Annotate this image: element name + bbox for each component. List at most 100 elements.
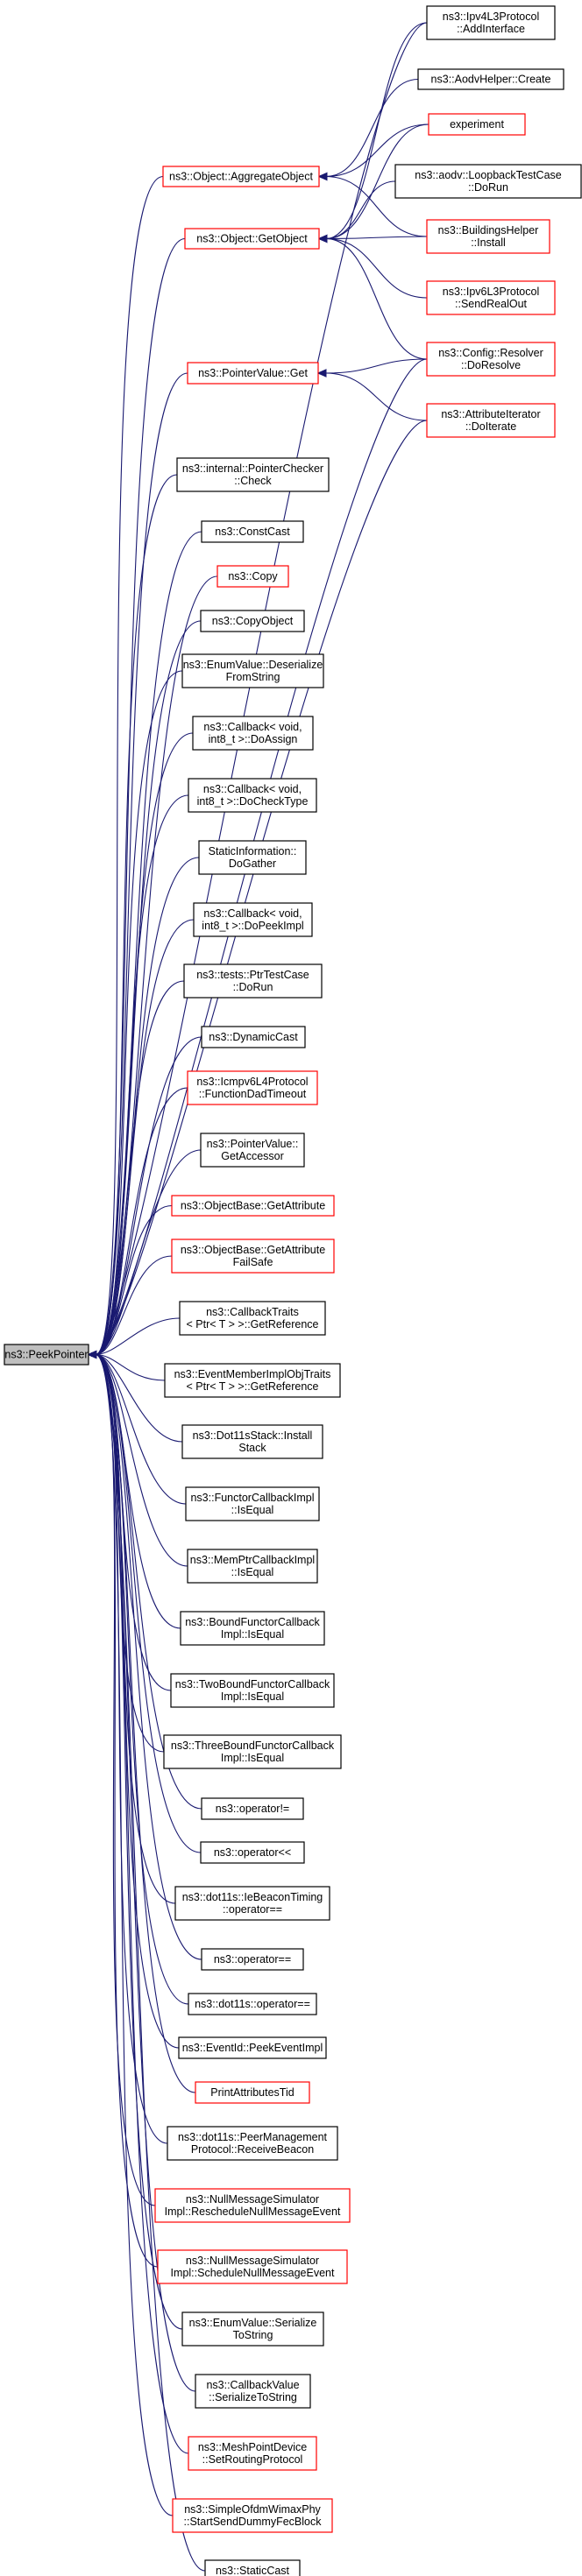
node-addinterface[interactable]: ns3::Ipv4L3Protocol::AddInterface [426, 5, 556, 40]
node-printattr[interactable]: PrintAttributesTid [195, 2081, 310, 2104]
node-aggregate[interactable]: ns3::Object::AggregateObject [162, 166, 320, 187]
node-nullresched[interactable]: ns3::NullMessageSimulatorImpl::Reschedul… [154, 2188, 351, 2223]
node-eventid[interactable]: ns3::EventId::PeekEventImpl [178, 2036, 327, 2059]
node-box [181, 2311, 324, 2347]
node-label: ::DoRun [233, 981, 273, 993]
node-aodvcreate[interactable]: ns3::AodvHelper::Create [417, 68, 564, 90]
node-label: ns3::Object::GetObject [196, 233, 308, 245]
node-pvaccessor[interactable]: ns3::PointerValue::GetAccessor [200, 1133, 305, 1168]
edge-enumser-to-root [95, 1353, 183, 2330]
node-opshl[interactable]: ns3::operator<< [200, 1841, 305, 1864]
node-buildings[interactable]: ns3::BuildingsHelper::Install [426, 219, 550, 254]
node-threebound[interactable]: ns3::ThreeBoundFunctorCallbackImpl::IsEq… [163, 1734, 342, 1769]
node-wimax[interactable]: ns3::SimpleOfdmWimaxPhy::StartSendDummyF… [172, 2498, 333, 2533]
node-getobject[interactable]: ns3::Object::GetObject [184, 228, 320, 250]
node-loopback[interactable]: ns3::aodv::LoopbackTestCase::DoRun [394, 164, 582, 199]
node-copyobject[interactable]: ns3::CopyObject [200, 610, 305, 632]
node-root[interactable]: ns3::PeekPointer [4, 1344, 89, 1366]
node-box [163, 1734, 342, 1769]
node-box [170, 1673, 335, 1708]
node-label: ns3::EnumValue::Serialize [189, 2317, 317, 2329]
node-label: ::StartSendDummyFecBlock [184, 2516, 323, 2528]
node-box [417, 68, 564, 90]
edge-opeq-to-root [95, 1353, 202, 1960]
edge-printattr-to-root [95, 1353, 196, 2093]
node-emiotraits[interactable]: ns3::EventMemberImplObjTraits< Ptr< T > … [164, 1363, 341, 1398]
edge-getobject-to-root [95, 237, 186, 1356]
node-opne[interactable]: ns3::operator!= [201, 1797, 304, 1820]
node-pvget[interactable]: ns3::PointerValue::Get [187, 362, 319, 385]
edge-wimax-to-root [95, 1353, 174, 2516]
edge-cbchecktype-to-root [95, 794, 189, 1356]
edge-buildings-to-getobject [325, 236, 428, 240]
arrowhead-buildings-to-aggregate [317, 172, 328, 181]
node-box [200, 1841, 305, 1864]
node-label: ns3::EventId::PeekEventImpl [182, 2042, 323, 2054]
node-doiterate[interactable]: ns3::AttributeIterator::DoIterate [426, 403, 556, 438]
node-label: Protocol::ReceiveBeacon [191, 2143, 314, 2156]
node-label: ns3::Callback< void, [203, 783, 302, 795]
node-doresolve[interactable]: ns3::Config::Resolver::DoResolve [426, 342, 556, 377]
node-label: ns3::aodv::LoopbackTestCase [415, 169, 562, 181]
node-box [426, 5, 556, 40]
node-meshpoint[interactable]: ns3::MeshPointDevice::SetRoutingProtocol [188, 2436, 317, 2471]
edge-opshl-to-root [95, 1353, 202, 1853]
node-label: ns3::tests::PtrTestCase [196, 969, 309, 981]
node-enumser[interactable]: ns3::EnumValue::SerializeToString [181, 2311, 324, 2347]
node-staticinfo[interactable]: StaticInformation::DoGather [198, 840, 307, 875]
node-label: ::DoResolve [461, 359, 521, 371]
node-icmpv6[interactable]: ns3::Icmpv6L4Protocol::FunctionDadTimeou… [187, 1070, 318, 1105]
node-cbpeekimpl[interactable]: ns3::Callback< void,int8_t >::DoPeekImpl [193, 902, 313, 937]
node-label: ns3::ObjectBase::GetAttribute [181, 1244, 325, 1256]
edge-staticcast-to-root [95, 1353, 206, 2572]
node-peermgmt[interactable]: ns3::dot11s::PeerManagementProtocol::Rec… [167, 2126, 338, 2161]
node-cbtraits[interactable]: ns3::CallbackTraits< Ptr< T > >::GetRefe… [179, 1301, 326, 1336]
edge-pcheck-to-root [95, 474, 178, 1356]
edge-addinterface-to-getobject [325, 22, 428, 240]
node-dyncast[interactable]: ns3::DynamicCast [201, 1026, 306, 1048]
edge-copyobject-to-root [95, 620, 202, 1356]
node-cbvalser[interactable]: ns3::CallbackValue::SerializeToString [195, 2374, 311, 2409]
node-box [183, 963, 323, 999]
node-label: ns3::operator!= [216, 1803, 289, 1815]
arrowhead-doiterate-to-pvget [316, 369, 327, 378]
node-twobound[interactable]: ns3::TwoBoundFunctorCallbackImpl::IsEqua… [170, 1673, 335, 1708]
node-ptrtest[interactable]: ns3::tests::PtrTestCase::DoRun [183, 963, 323, 999]
node-box [157, 2249, 348, 2284]
node-box [201, 1026, 306, 1048]
node-nullsched[interactable]: ns3::NullMessageSimulatorImpl::ScheduleN… [157, 2249, 348, 2284]
node-label: ns3::CallbackTraits [206, 1306, 299, 1318]
node-staticcast[interactable]: ns3::StaticCast [204, 2559, 301, 2576]
node-label: ns3::internal::PointerChecker [182, 462, 323, 475]
node-label: ns3::Dot11sStack::Install [193, 1429, 313, 1442]
node-box [171, 1195, 335, 1217]
node-label: ns3::BoundFunctorCallback [185, 1616, 320, 1628]
node-label: Impl::RescheduleNullMessageEvent [165, 2205, 341, 2218]
node-sendrealout[interactable]: ns3::Ipv6L3Protocol::SendRealOut [426, 280, 556, 315]
node-experiment[interactable]: experiment [428, 113, 526, 136]
node-obgetattr[interactable]: ns3::ObjectBase::GetAttribute [171, 1195, 335, 1217]
arrowhead-staticcast-to-root [87, 1350, 97, 1359]
node-copy[interactable]: ns3::Copy [216, 565, 289, 588]
node-memptrcb[interactable]: ns3::MemPtrCallbackImpl::IsEqual [187, 1549, 318, 1584]
node-box [179, 1301, 326, 1336]
node-box [198, 840, 307, 875]
edge-aodvcreate-to-aggregate [325, 78, 419, 178]
node-cbchecktype[interactable]: ns3::Callback< void,int8_t >::DoCheckTyp… [188, 778, 317, 813]
node-label: ns3::CallbackValue [206, 2379, 299, 2391]
node-constcast[interactable]: ns3::ConstCast [201, 520, 304, 543]
node-label: ::DoIterate [465, 420, 516, 433]
node-pcheck[interactable]: ns3::internal::PointerChecker::Check [176, 457, 330, 492]
node-box [426, 219, 550, 254]
node-cbassign[interactable]: ns3::Callback< void,int8_t >::DoAssign [192, 716, 314, 751]
node-functorcb[interactable]: ns3::FunctorCallbackImpl::IsEqual [185, 1486, 320, 1521]
node-dot11seq[interactable]: ns3::dot11s::operator== [188, 1993, 317, 2015]
node-label: Impl::IsEqual [221, 1690, 284, 1703]
node-beacontiming[interactable]: ns3::dot11s::IeBeaconTiming::operator== [174, 1886, 330, 1921]
node-opeq[interactable]: ns3::operator== [201, 1948, 304, 1971]
node-box [188, 1993, 317, 2015]
